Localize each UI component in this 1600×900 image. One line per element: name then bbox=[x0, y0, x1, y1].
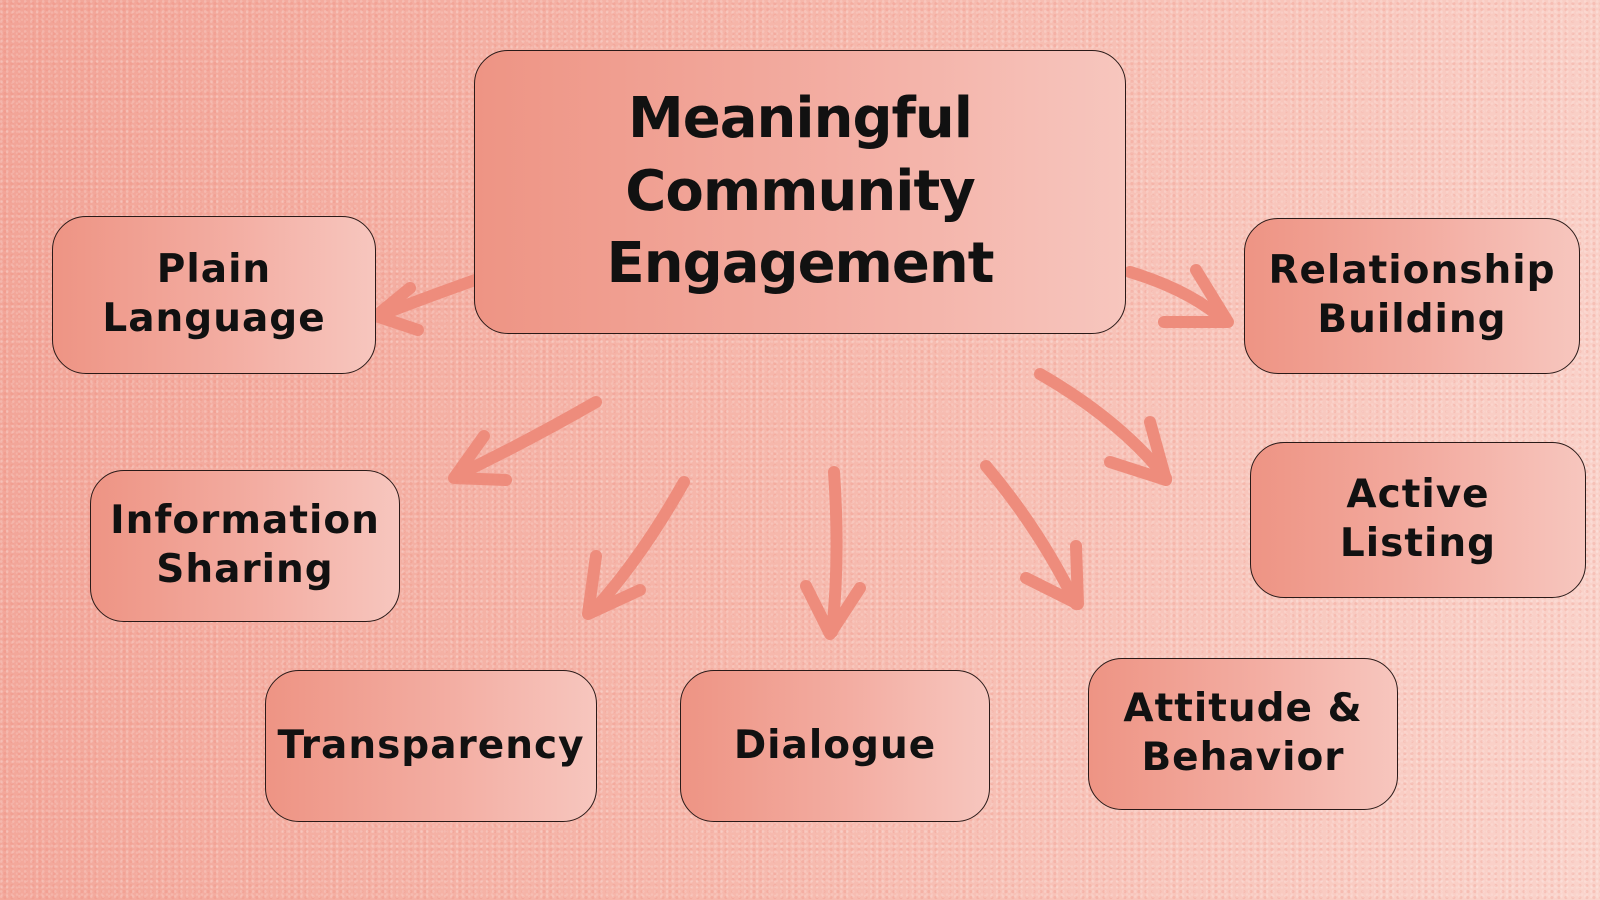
node-attitude-behavior: Attitude & Behavior bbox=[1088, 658, 1398, 810]
node-information-sharing: Information Sharing bbox=[90, 470, 400, 622]
node-label: Information Sharing bbox=[110, 498, 380, 592]
node-dialogue: Dialogue bbox=[680, 670, 990, 822]
arrow-icon-attitude-behavior bbox=[980, 460, 1084, 610]
arrow-icon-dialogue bbox=[800, 466, 866, 640]
arrow-icon-active-listing bbox=[1034, 368, 1172, 486]
node-label: Attitude & Behavior bbox=[1123, 686, 1363, 780]
node-label: Relationship Building bbox=[1268, 248, 1556, 342]
node-label: Plain Language bbox=[102, 247, 326, 341]
node-label: Dialogue bbox=[733, 722, 937, 768]
arrow-icon-transparency bbox=[582, 476, 690, 620]
node-active-listing: Active Listing bbox=[1250, 442, 1586, 598]
central-concept-box: Meaningful Community Engagement bbox=[474, 50, 1126, 334]
arrow-icon-relationship-building bbox=[1124, 264, 1234, 328]
node-transparency: Transparency bbox=[265, 670, 597, 822]
arrow-icon-information-sharing bbox=[448, 396, 602, 486]
central-concept-label: Meaningful Community Engagement bbox=[606, 85, 994, 297]
node-label: Active Listing bbox=[1339, 472, 1497, 566]
node-label: Transparency bbox=[277, 722, 585, 768]
node-plain-language: Plain Language bbox=[52, 216, 376, 374]
node-relationship-building: Relationship Building bbox=[1244, 218, 1580, 374]
